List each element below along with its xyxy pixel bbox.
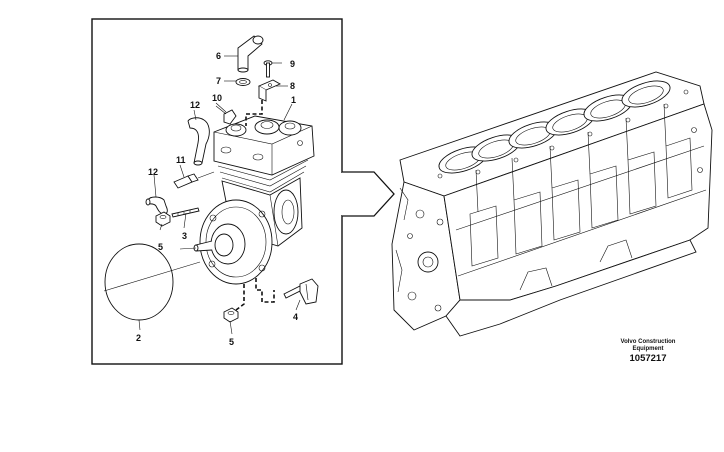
callout-labels: 6 9 7 8 1 10 12 11 12 3 5 4 2 5 [136, 51, 298, 347]
connector-part [215, 105, 237, 125]
credit-line-2: Equipment [633, 346, 664, 352]
screw-part [263, 60, 273, 78]
detail-frame [91, 18, 395, 365]
callout-10: 10 [212, 93, 222, 103]
upper-hose-part [187, 117, 210, 166]
callout-3: 3 [182, 231, 187, 241]
leader-lines [138, 55, 301, 335]
callout-5-upper: 5 [158, 242, 163, 252]
alignment-dash-top [245, 100, 263, 126]
sensor-part [283, 278, 319, 305]
nut-part-lower [223, 307, 239, 323]
seal-ring-part [235, 78, 251, 86]
engine-block-illustration [391, 71, 713, 337]
callout-7: 7 [216, 76, 221, 86]
credit-line-1: Volvo Construction [621, 339, 676, 345]
air-compressor-assembly [179, 115, 315, 285]
image-credit: Volvo Construction Equipment 1057217 [621, 339, 676, 364]
alignment-dash-right [255, 278, 275, 303]
callout-4: 4 [293, 312, 298, 322]
callout-5-lower: 5 [229, 337, 234, 347]
reference-number: 1057217 [630, 353, 667, 364]
callout-11: 11 [176, 155, 186, 165]
stud-part [171, 207, 200, 218]
alignment-dash-bottom [235, 284, 245, 311]
callout-8: 8 [290, 81, 295, 91]
lower-hose-part [145, 196, 168, 215]
callout-6: 6 [216, 51, 221, 61]
callout-12-lower: 12 [148, 167, 158, 177]
callout-2: 2 [136, 333, 141, 343]
callout-1: 1 [291, 95, 296, 105]
callout-9: 9 [290, 59, 295, 69]
o-ring-part [103, 243, 201, 321]
callout-12-upper: 12 [190, 100, 200, 110]
nipple-part [173, 171, 215, 189]
elbow-fitting-part [237, 35, 264, 73]
bracket-part [257, 79, 282, 102]
nut-part-upper [155, 211, 171, 227]
